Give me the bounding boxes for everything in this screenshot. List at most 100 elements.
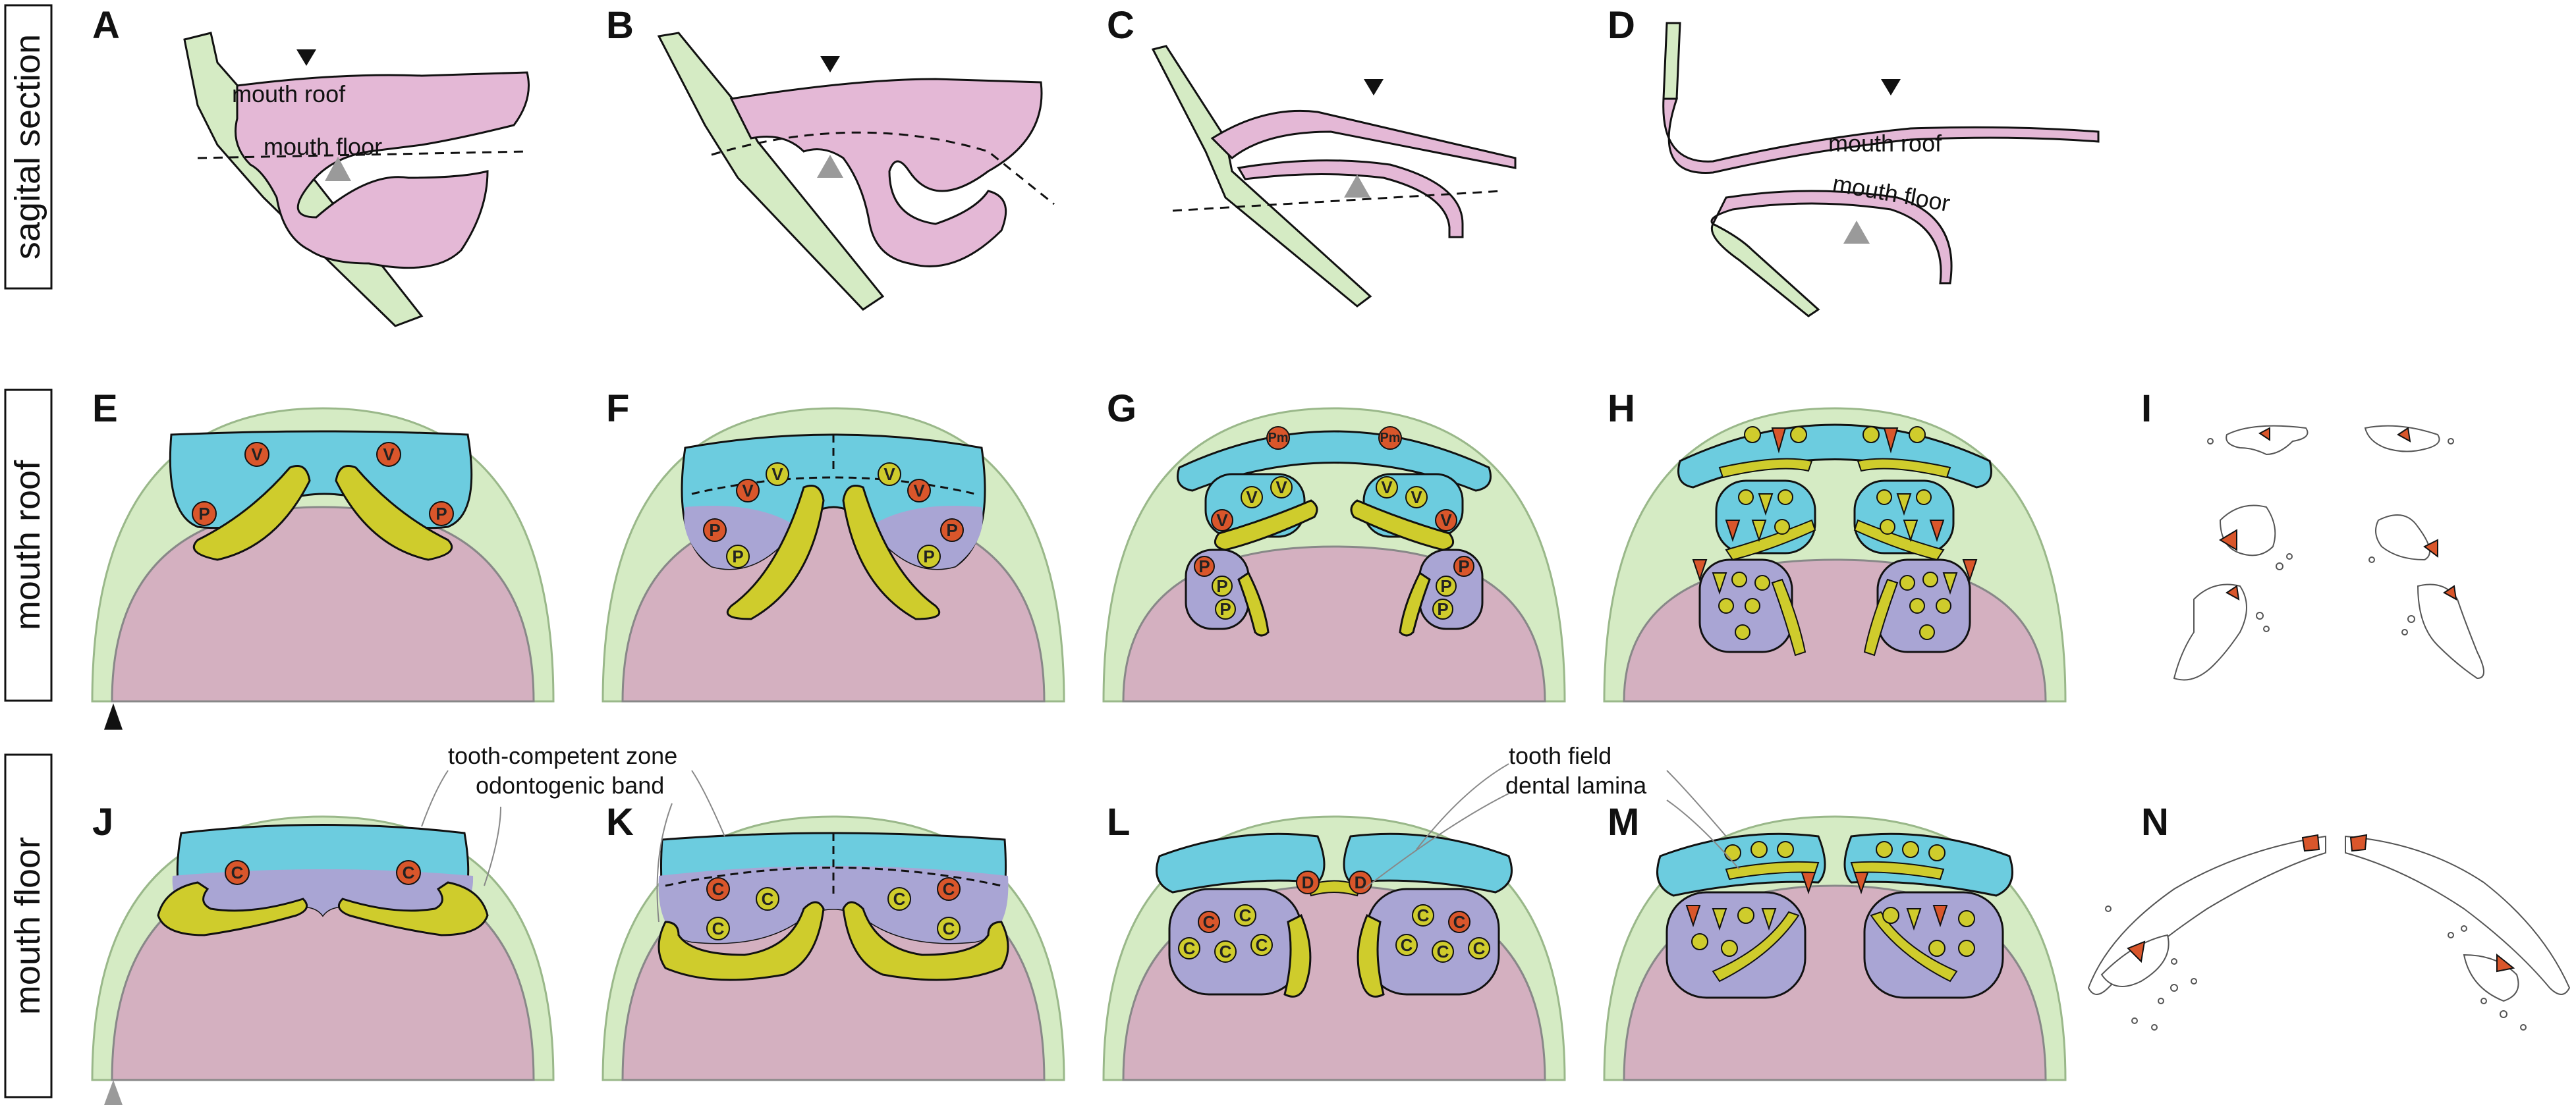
panel-g-tooth-v3-label: V: [1275, 477, 1287, 497]
panel-f-tooth-v4-label: V: [913, 481, 925, 500]
panel-i-tooth-6: [2443, 585, 2457, 601]
panel-b-sagittal: [657, 32, 1055, 311]
panel-n-dentary-left: [2087, 835, 2326, 995]
panel-j-lavender-zone: [172, 869, 474, 917]
panel-i-vomer-left: [2219, 504, 2276, 556]
panel-a-mouth-roof-label: mouth roof: [232, 80, 346, 107]
panel-g-tooth-v4-label: V: [1381, 477, 1393, 497]
panel-l-tooth-c3-label: C: [1183, 938, 1196, 958]
panel-f-tooth-v2-label: V: [771, 464, 783, 484]
panel-l-tooth-c10: [1468, 937, 1490, 959]
panel-g-lamina-pr: [1399, 571, 1431, 637]
panel-g-tooth-v6: [1435, 509, 1457, 531]
panel-b-mesoderm: [729, 78, 1043, 267]
panel-l-tooth-c9-label: C: [1437, 942, 1449, 961]
panel-f-tooth-p3: [917, 545, 941, 568]
panel-d-mouth-roof-label: mouth roof: [1828, 130, 1942, 157]
panel-e-tooth-v-right: [376, 442, 401, 467]
panel-h-lamina-front-right: [1857, 458, 1951, 479]
panel-h-lamina-vl: [1725, 519, 1816, 561]
panel-g-tooth-p6: [1432, 599, 1453, 620]
panel-g-tooth-pm-right: [1378, 426, 1402, 450]
panel-label-j: J: [92, 801, 113, 844]
panel-f-lamina-right: [842, 485, 941, 620]
panel-e-tooth-v-left-label: V: [251, 445, 263, 464]
panel-k-lavender-zone: [658, 866, 1009, 943]
panel-label-f: F: [606, 387, 629, 430]
panel-l-tooth-c7-label: C: [1453, 912, 1466, 932]
panel-g-tooth-v6-label: V: [1440, 510, 1452, 530]
panel-f-tooth-p2-label: P: [732, 547, 743, 566]
panel-e-tooth-p-right-label: P: [435, 504, 447, 524]
panel-c-floor-arrowhead: [1344, 175, 1370, 198]
tooth-field-label: tooth field: [1509, 742, 1611, 769]
panel-g-tooth-v1-label: V: [1216, 510, 1228, 530]
panel-c-midline-dash: [1172, 190, 1503, 212]
panel-n-tooth-4: [2496, 953, 2515, 973]
panel-l-leader-lamina: [1363, 793, 1509, 890]
panel-g-tooth-p1-label: P: [1198, 556, 1210, 576]
panel-l-tooth-c6: [1412, 904, 1434, 927]
panel-k-tooth-c4: [887, 887, 911, 911]
panel-k-tooth-c1-label: C: [712, 879, 725, 899]
panel-n-tooth-3: [2127, 940, 2146, 963]
row-label-mouth-floor-text: mouth floor: [8, 837, 47, 1015]
panel-g-tooth-pm-right-label: Pm: [1380, 431, 1400, 445]
panel-l-floor: D D C C C C C C C C C C: [1102, 763, 1566, 1081]
panel-g-tooth-v1: [1211, 509, 1233, 531]
panel-label-h: H: [1608, 387, 1635, 430]
panel-j-tooth-c-right-label: C: [403, 863, 415, 882]
panel-f-tooth-p1: [703, 518, 727, 542]
panel-f-tooth-v2: [766, 462, 789, 486]
panel-l-tooth-c2: [1234, 904, 1256, 927]
panel-l-tooth-c10-label: C: [1473, 938, 1486, 958]
panel-g-tooth-p5: [1436, 576, 1457, 597]
panel-m-lamina-right: [1870, 911, 1958, 983]
panel-l-tooth-c2-label: C: [1239, 905, 1252, 925]
panel-n-bones: [2087, 834, 2571, 1031]
panel-g-tooth-p2-label: P: [1216, 576, 1227, 596]
panel-e-tooth-p-left-label: P: [198, 504, 210, 524]
panel-g-tooth-v2: [1241, 486, 1263, 508]
panel-e-tooth-p-right: [429, 501, 454, 526]
panel-label-b: B: [606, 4, 634, 47]
panel-label-e: E: [92, 387, 118, 430]
panel-g-lamina-pl: [1237, 571, 1270, 637]
panel-f-tooth-v3: [878, 462, 901, 486]
panel-m-leader-lamina: [1666, 799, 1740, 870]
panel-f-tooth-v1-label: V: [742, 481, 754, 500]
panel-f-tooth-v1: [736, 479, 760, 502]
panel-a-floor-arrowhead: [325, 157, 351, 181]
panel-e-arrowhead: [104, 703, 123, 730]
panel-i-tooth-2: [2397, 427, 2411, 443]
panel-l-leader-field: [1416, 763, 1509, 850]
panel-k-tooth-c5: [937, 877, 961, 901]
panel-c-epithelium: [1151, 45, 1372, 308]
panel-h-lamina-front-left: [1718, 458, 1813, 479]
panel-d-roof-arrowhead: [1881, 79, 1901, 95]
panel-label-d: D: [1608, 4, 1635, 47]
panel-n-tooth-1: [2301, 834, 2320, 852]
row-label-mouth-roof: mouth roof: [4, 389, 53, 702]
panel-k-tooth-c2: [756, 887, 779, 911]
panel-j-tooth-c-left-label: C: [231, 863, 244, 882]
panel-i-premaxilla-left: [2226, 425, 2309, 456]
panel-g-tooth-pm-left-label: Pm: [1268, 431, 1288, 445]
panel-i-tooth-3: [2219, 529, 2237, 551]
panel-l-tooth-c1: [1198, 911, 1220, 933]
panel-l-tooth-c1-label: C: [1203, 912, 1216, 932]
panel-i-premaxilla-right: [2364, 425, 2440, 452]
panel-e-lamina-right: [335, 465, 453, 561]
panel-c-floor-mesoderm: [1237, 159, 1464, 238]
row-label-mouth-roof-text: mouth roof: [8, 460, 47, 630]
panel-m-floor: [1603, 770, 2067, 1081]
panel-a-midline-dash: [197, 150, 528, 159]
panel-f-tooth-p4: [940, 518, 964, 542]
panel-g-front-field: [1177, 430, 1492, 492]
panel-l-lamina-right: [1357, 913, 1385, 998]
panel-h-tooth-germs: [1692, 426, 1978, 640]
panel-e-tooth-v-left: [244, 442, 269, 467]
panel-g-tooth-p1: [1194, 556, 1215, 577]
panel-i-vomer-right: [2375, 514, 2430, 561]
